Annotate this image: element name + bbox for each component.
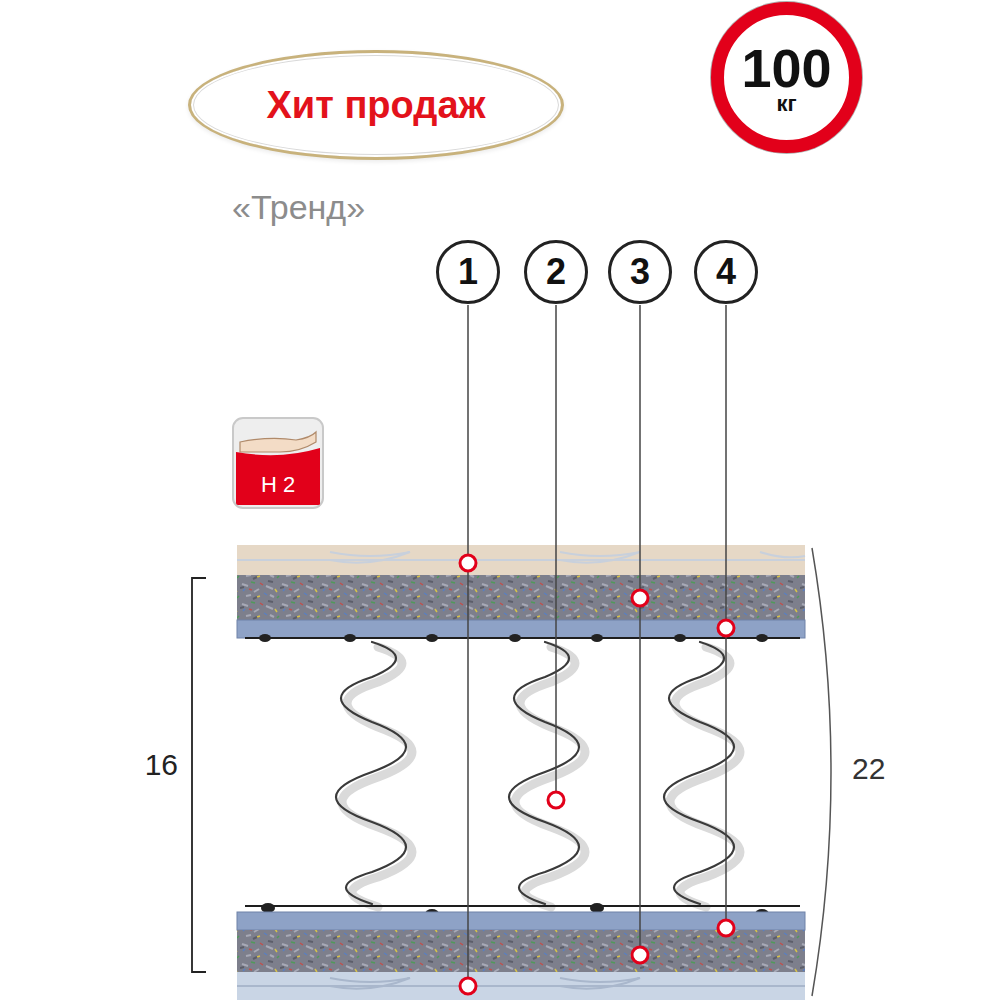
node-text: 2	[546, 254, 566, 290]
spring-clip	[509, 634, 521, 642]
spring-clip	[756, 634, 768, 642]
node-text: 3	[630, 254, 650, 290]
top-felt-layer	[237, 575, 805, 620]
leader-lines	[468, 305, 726, 977]
leader-dot	[460, 978, 476, 994]
firmness-icon-frame	[233, 418, 323, 508]
firmness-icon: H 2	[238, 468, 318, 502]
dimension-label: 16	[118, 748, 178, 782]
dimension-label: 22	[852, 752, 912, 786]
leader-line	[639, 305, 641, 947]
frame-wire	[245, 637, 800, 639]
callout-number: 2	[524, 240, 588, 304]
hand-symbol	[240, 432, 316, 452]
spring-clip	[674, 634, 686, 642]
spring	[336, 642, 406, 904]
load-limit-sign: 100кг	[711, 2, 862, 153]
leader-dot	[460, 555, 476, 571]
spring	[509, 642, 579, 904]
callout-number: 1	[436, 240, 500, 304]
spring-clips	[259, 634, 768, 642]
firmness-icon-band	[236, 448, 320, 505]
top-spunbond-layer	[237, 620, 805, 638]
leader-dot	[718, 620, 734, 636]
top-quilted-cover	[237, 545, 805, 575]
spring	[664, 642, 734, 904]
callout-number: 4	[694, 240, 758, 304]
quilting-stitch	[237, 552, 805, 563]
callout-number: 3	[608, 240, 672, 304]
bonnel-springs	[336, 642, 734, 904]
leader-line	[467, 305, 469, 977]
height-bracket	[192, 578, 206, 972]
leader-dot	[718, 920, 734, 936]
leader-dot	[632, 590, 648, 606]
node-text: 1	[458, 254, 478, 290]
node-subtext: кг	[776, 93, 796, 115]
total-height-arc	[812, 548, 831, 996]
leader-dot	[632, 947, 648, 963]
node-text: Хит продаж	[267, 84, 486, 127]
frame-wire	[245, 905, 800, 907]
node-text: H 2	[261, 474, 295, 496]
spring-clip	[259, 634, 271, 642]
bestseller-badge: Хит продаж	[188, 50, 564, 160]
leader-line	[555, 305, 557, 792]
product-title: «Тренд»	[232, 188, 365, 227]
leader-dots	[460, 555, 734, 994]
spring-clip	[591, 634, 603, 642]
spring-clip	[344, 634, 356, 642]
leader-dot	[548, 792, 564, 808]
node-text: 4	[716, 254, 736, 290]
leader-line	[725, 305, 727, 920]
spring-clip	[426, 634, 438, 642]
bottom-quilted-cover	[237, 972, 805, 1000]
node-text: 100	[741, 41, 831, 95]
bottom-felt-layer	[237, 930, 805, 972]
quilting-stitch	[237, 978, 805, 989]
